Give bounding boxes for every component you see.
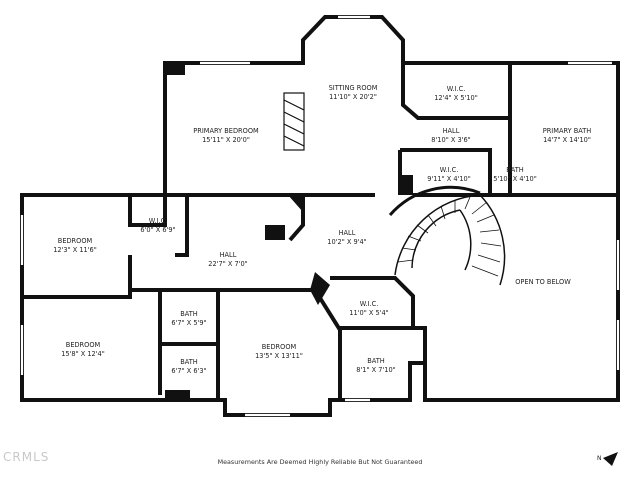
room-dims: 12'4" X 5'10" — [434, 93, 478, 102]
fireplace-hatch — [283, 99, 305, 147]
wall-wic-lower — [330, 276, 415, 330]
stair-outer — [394, 194, 481, 276]
room-name: BATH — [180, 358, 198, 366]
label-bath-lower-mid: BATH 6'7" X 6'3" — [171, 358, 206, 375]
wall-bedroom-center — [313, 288, 342, 400]
room-name: BATH — [506, 166, 524, 174]
room-dims: 11'10" X 20'2" — [329, 92, 377, 101]
wall-blocks — [165, 63, 413, 402]
label-wic-lower: W.I.C. 11'0" X 5'4" — [349, 300, 388, 317]
spiral-staircase — [388, 185, 506, 286]
wall-wic-left — [130, 193, 189, 257]
room-name: W.I.C. — [446, 85, 466, 93]
stair-outer-2 — [479, 194, 506, 286]
wall-block-1 — [165, 63, 185, 75]
stair-rail — [388, 185, 481, 216]
label-bath-upper-mid: BATH 6'7" X 5'9" — [171, 310, 206, 327]
room-dims: 15'8" X 12'4" — [61, 349, 105, 358]
stair-inner-2 — [459, 209, 472, 271]
room-name: HALL — [442, 127, 460, 135]
wall-bath-lr — [413, 326, 427, 363]
room-dims: 6'7" X 6'3" — [171, 366, 207, 375]
label-primary-bedroom: PRIMARY BEDROOM 15'11" X 20'0" — [193, 127, 258, 144]
stair-inner — [411, 209, 461, 269]
walls — [20, 15, 620, 417]
label-wic-mid: W.I.C. 9'11" X 4'10" — [427, 166, 471, 183]
room-name: W.I.C. — [359, 300, 379, 308]
room-name: BATH — [180, 310, 198, 318]
room-dims: 22'7" X 7'0" — [208, 259, 248, 268]
room-name: BATH — [367, 357, 385, 365]
watermark: CRMLS — [3, 450, 50, 464]
wall-bedroom-lt — [22, 255, 132, 299]
room-dims: 11'0" X 5'4" — [349, 308, 389, 317]
room-name: W.I.C. — [439, 166, 459, 174]
wall-block-6 — [165, 390, 190, 402]
wall-bath-col — [158, 290, 220, 400]
compass-label: N — [597, 455, 602, 462]
label-hall-top: HALL 8'10" X 3'6" — [431, 127, 470, 144]
label-bedroom-left-top: BEDROOM 12'3" X 11'6" — [53, 237, 97, 254]
room-dims: 14'7" X 14'10" — [543, 135, 591, 144]
room-name: BEDROOM — [57, 237, 93, 245]
room-name: PRIMARY BEDROOM — [193, 127, 259, 135]
label-open-to-below: OPEN TO BELOW — [515, 278, 571, 287]
label-wic-left: W.I.C. 6'0" X 6'9" — [140, 217, 175, 234]
room-name: BEDROOM — [65, 341, 101, 349]
label-hall-left: HALL 22'7" X 7'0" — [208, 251, 247, 268]
label-hall-center: HALL 10'2" X 9'4" — [327, 229, 366, 246]
stair-treads — [397, 196, 502, 277]
label-wic-top: W.I.C. 12'4" X 5'10" — [434, 85, 478, 102]
room-dims: 8'1" X 7'10" — [356, 365, 396, 374]
windows — [20, 15, 620, 417]
room-name: BEDROOM — [261, 343, 297, 351]
fireplace — [283, 92, 305, 151]
label-bedroom-center: BEDROOM 13'5" X 13'11" — [255, 343, 303, 360]
room-name: SITTING ROOM — [328, 84, 378, 92]
room-dims: 12'3" X 11'6" — [53, 245, 97, 254]
label-primary-bath: PRIMARY BATH 14'7" X 14'10" — [543, 127, 592, 144]
label-bedroom-left-bottom: BEDROOM 15'8" X 12'4" — [61, 341, 105, 358]
compass-arrow — [603, 452, 618, 466]
wall-block-3 — [288, 195, 303, 212]
label-bath-small: BATH 5'10" X 4'10" — [493, 166, 537, 183]
room-dims: 5'10" X 4'10" — [493, 174, 537, 183]
compass-icon — [603, 452, 618, 466]
room-name: HALL — [219, 251, 237, 259]
wall-block-5 — [400, 175, 413, 195]
room-name: OPEN TO BELOW — [515, 278, 571, 286]
room-dims: 10'2" X 9'4" — [327, 237, 367, 246]
room-dims: 13'5" X 13'11" — [255, 351, 303, 360]
room-name: HALL — [338, 229, 356, 237]
outer-wall — [20, 15, 620, 417]
room-name: PRIMARY BATH — [542, 127, 592, 135]
disclaimer: Measurements Are Deemed Highly Reliable … — [217, 458, 423, 466]
room-dims: 15'11" X 20'0" — [202, 135, 250, 144]
room-name: W.I.C. — [148, 217, 168, 225]
wall-block-4 — [310, 272, 330, 305]
room-dims: 8'10" X 3'6" — [431, 135, 471, 144]
room-dims: 6'7" X 5'9" — [171, 318, 207, 327]
wall-wic-top — [401, 63, 512, 120]
label-bath-lower-right: BATH 8'1" X 7'10" — [356, 357, 395, 374]
room-dims: 6'0" X 6'9" — [140, 225, 176, 234]
label-sitting-room: SITTING ROOM 11'10" X 20'2" — [329, 84, 378, 101]
room-dims: 9'11" X 4'10" — [427, 174, 471, 183]
wall-block-2 — [265, 225, 285, 240]
